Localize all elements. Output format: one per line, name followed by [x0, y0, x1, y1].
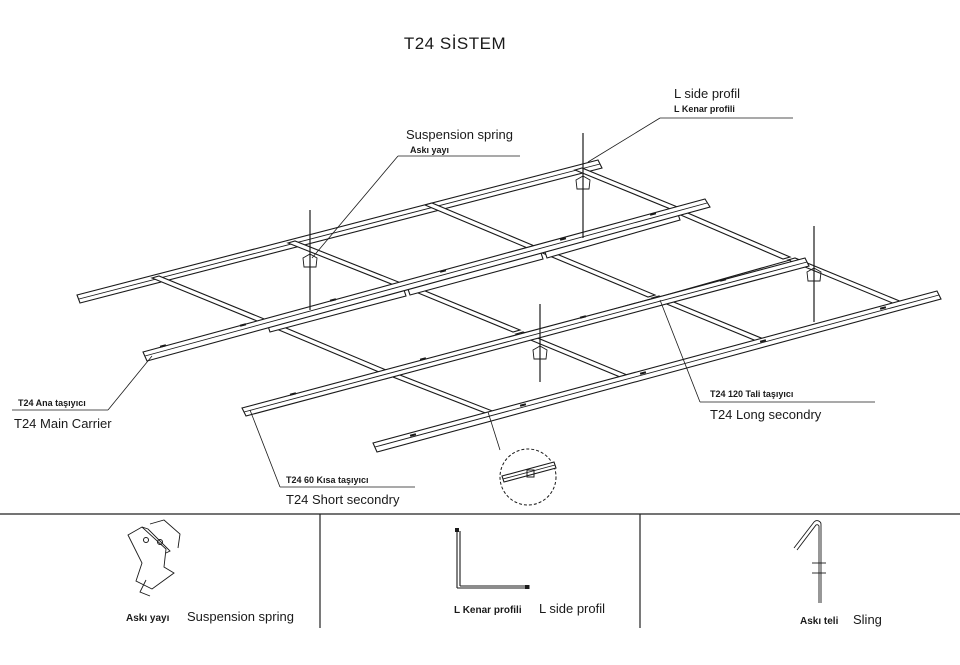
parts-legend: Askı yayı Suspension spring L Kenar prof… [0, 513, 960, 628]
long-secondary-label-tr: T24 120 Tali taşıyıcı [710, 389, 793, 399]
part-2-label-tr: L Kenar profili [454, 605, 522, 616]
suspension-spring-icon [127, 519, 181, 597]
short-secondary-label-tr: T24 60 Kısa taşıyıcı [286, 475, 369, 485]
main-carrier-1 [142, 198, 711, 362]
main-carrier-2 [241, 257, 810, 417]
sling-wire-icon [793, 520, 826, 603]
suspension-label-tr: Askı yayı [410, 145, 449, 155]
leader-lines [12, 117, 875, 488]
part-1-label-tr: Askı yayı [126, 613, 170, 624]
part-3-label-en: Sling [853, 612, 882, 627]
l-side-label-tr: L Kenar profili [674, 104, 735, 114]
part-1-label-en: Suspension spring [187, 609, 294, 624]
main-carrier-3 [372, 290, 942, 453]
l-side-profile-back [76, 159, 603, 304]
diagram-title: T24 SİSTEM [404, 34, 506, 53]
main-carrier-label-en: T24 Main Carrier [14, 416, 112, 431]
connection-detail-magnifier [487, 411, 557, 506]
part-3-label-tr: Askı teli [800, 616, 839, 627]
ceiling-grid [12, 117, 942, 506]
hanger-wires [302, 133, 822, 382]
l-side-label-en: L side profil [674, 86, 740, 101]
long-secondary-label-en: T24 Long secondry [710, 407, 822, 422]
short-secondary-label-en: T24 Short secondry [286, 492, 400, 507]
cross-tees [150, 167, 904, 415]
part-2-label-en: L side profil [539, 601, 605, 616]
suspension-label-en: Suspension spring [406, 127, 513, 142]
main-carrier-label-tr: T24 Ana taşıyıcı [18, 398, 86, 408]
l-side-profile-icon [455, 528, 530, 589]
